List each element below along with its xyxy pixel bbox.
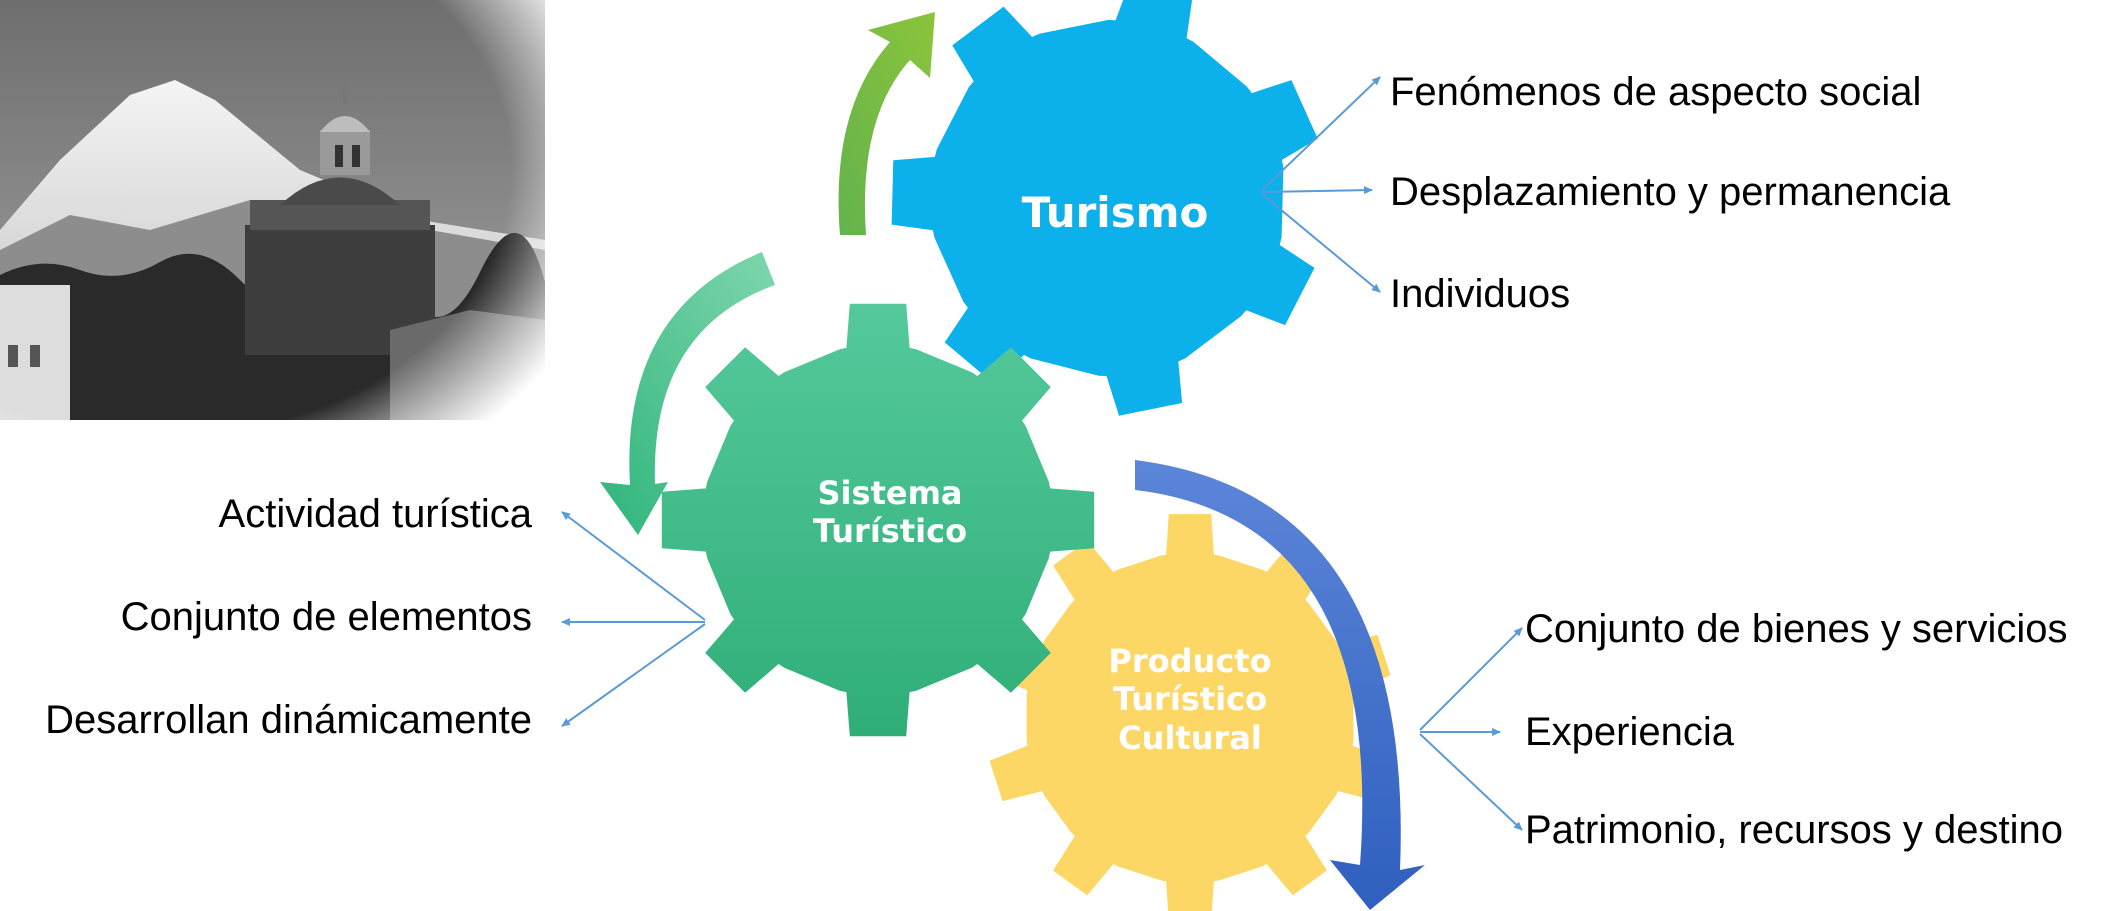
volcano-church-photo [0, 0, 545, 420]
producto-line-3: Cultural [1118, 718, 1262, 757]
cycle-arrow-top [838, 12, 935, 235]
producto-line-2: Turístico [1112, 680, 1268, 719]
turismo-item-1: Fenómenos de aspecto social [1390, 70, 1922, 114]
producto-item-3: Patrimonio, recursos y destino [1525, 808, 2064, 852]
gear-producto [989, 514, 1391, 911]
connector-turismo-2 [1261, 186, 1373, 195]
turismo-item-2: Desplazamiento y permanencia [1390, 170, 1951, 214]
producto-item-2: Experiencia [1525, 710, 1735, 754]
connector-sistema-3 [561, 623, 706, 727]
producto-item-1: Conjunto de bienes y servicios [1525, 607, 2068, 651]
cycle-arrow-left [600, 252, 775, 535]
connector-sistema-1 [561, 511, 706, 621]
gear-sistema-label: Sistema Turístico [770, 474, 1010, 551]
sistema-line-2: Turístico [812, 512, 968, 551]
sistema-line-1: Sistema [817, 474, 963, 512]
sistema-item-1: Actividad turística [218, 492, 532, 536]
connector-producto-3 [1419, 733, 1523, 831]
producto-line-1: Producto [1108, 642, 1272, 680]
gear-producto-label: Producto Turístico Cultural [1070, 642, 1310, 757]
sistema-item-2: Conjunto de elementos [120, 595, 532, 639]
sistema-item-3: Desarrollan dinámicamente [45, 698, 532, 742]
cycle-arrow-right [1135, 460, 1425, 910]
turismo-item-3: Individuos [1390, 272, 1571, 316]
gear-turismo [891, 0, 1318, 416]
turismo-title: Turismo [1021, 188, 1209, 237]
connector-turismo-1 [1261, 76, 1381, 191]
gear-turismo-label: Turismo [1010, 188, 1220, 238]
connector-producto-1 [1419, 627, 1523, 731]
gear-sistema [661, 303, 1095, 737]
connector-turismo-3 [1261, 193, 1381, 293]
